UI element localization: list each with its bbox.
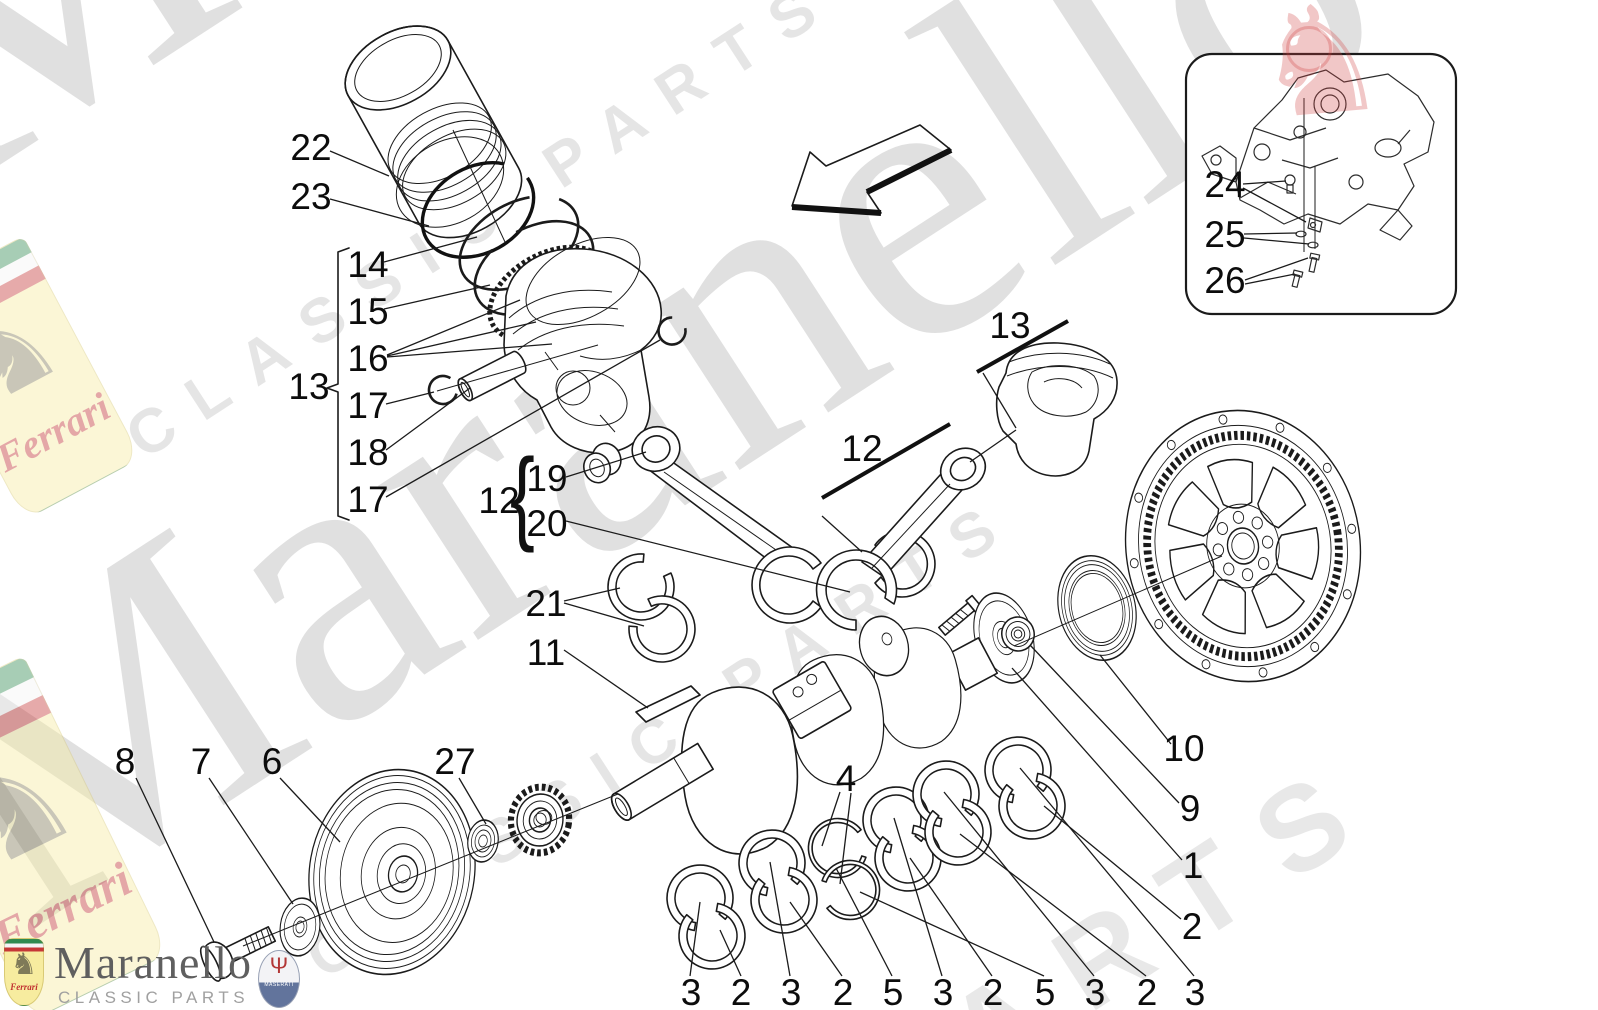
inset-small-parts xyxy=(1284,174,1323,288)
flywheel xyxy=(1124,409,1362,683)
rod-bolt xyxy=(938,594,984,636)
part-callout-20: 20 xyxy=(526,503,568,544)
connecting-rod-left xyxy=(631,425,984,636)
part-callout-14: 14 xyxy=(347,244,389,285)
part-callout-3: 3 xyxy=(1184,972,1206,1010)
pulley-bolt xyxy=(199,925,277,982)
logo-brand-text: Maranello xyxy=(54,937,253,988)
part-callout-3: 3 xyxy=(680,972,702,1010)
rod-bearing-shells xyxy=(594,543,709,676)
maserati-label: MASERATI xyxy=(264,982,294,988)
red-ring-watermark xyxy=(1286,26,1332,72)
part-callout-23: 23 xyxy=(290,176,332,217)
logo-tagline-text: CLASSIC PARTS xyxy=(58,988,250,1007)
part-callout-21: 21 xyxy=(525,583,567,624)
part-callout-27: 27 xyxy=(434,741,476,782)
part-callout-26: 26 xyxy=(1204,260,1246,301)
part-callout-22: 22 xyxy=(290,127,332,168)
part-callout-13: 13 xyxy=(989,305,1031,346)
part-callout-6: 6 xyxy=(261,741,283,782)
maserati-trident-icon: Ψ xyxy=(269,953,289,978)
piston-left xyxy=(503,236,663,454)
part-callout-25: 25 xyxy=(1204,214,1246,255)
part-callout-3: 3 xyxy=(1084,972,1106,1010)
crank-pulley xyxy=(308,768,476,976)
part-callout-5: 5 xyxy=(882,972,904,1010)
piston-right xyxy=(995,342,1118,477)
part-callout-2: 2 xyxy=(982,972,1004,1010)
part-callout-3: 3 xyxy=(932,972,954,1010)
part-callout-13: 13 xyxy=(288,366,330,407)
part-callout-18: 18 xyxy=(347,432,389,473)
part-callout-2: 2 xyxy=(1181,906,1203,947)
part-callout-16: 16 xyxy=(347,338,389,379)
timing-sprocket xyxy=(507,783,573,857)
prancing-horse-icon: ♞ xyxy=(10,948,38,981)
part-callout-19: 19 xyxy=(526,458,568,499)
part-callout-2: 2 xyxy=(832,972,854,1010)
part-callout-2: 2 xyxy=(1136,972,1158,1010)
part-callout-9: 9 xyxy=(1179,788,1201,829)
wrist-pin xyxy=(457,350,527,402)
part-callout-15: 15 xyxy=(347,291,389,332)
part-callout-8: 8 xyxy=(114,741,136,782)
circlip-right xyxy=(657,316,687,346)
brace-group-12: { xyxy=(509,438,535,554)
part-callout-11: 11 xyxy=(526,632,566,673)
part-callout-17: 17 xyxy=(347,385,389,426)
part-callout-4: 4 xyxy=(835,758,857,799)
circlip-left xyxy=(427,374,459,406)
pulley-washer xyxy=(279,897,321,957)
cylinder-liner xyxy=(344,25,523,239)
part-callout-24: 24 xyxy=(1204,164,1246,205)
pilot-bearing xyxy=(1001,616,1035,652)
part-callout-17: 17 xyxy=(347,479,389,520)
part-callout-12: 12 xyxy=(841,428,883,469)
part-callout-1: 1 xyxy=(1182,845,1204,886)
part-callout-10: 10 xyxy=(1163,728,1205,769)
part-callout-3: 3 xyxy=(780,972,802,1010)
direction-arrow xyxy=(791,124,953,216)
maserati-badge: Ψ MASERATI xyxy=(258,950,300,1008)
part-callout-12: 12 xyxy=(478,480,520,521)
part-callout-2: 2 xyxy=(730,972,752,1010)
woodruff-key xyxy=(635,685,701,723)
part-callout-7: 7 xyxy=(190,741,212,782)
inset-box xyxy=(1184,52,1458,316)
ferrari-script: Ferrari xyxy=(10,982,38,992)
rear-main-seal xyxy=(1057,554,1137,662)
liner-seal-rings xyxy=(395,136,536,259)
ferrari-shield-logo: ♞ Ferrari xyxy=(4,938,44,1006)
part-callout-5: 5 xyxy=(1034,972,1056,1010)
leader-lines xyxy=(135,129,1223,977)
